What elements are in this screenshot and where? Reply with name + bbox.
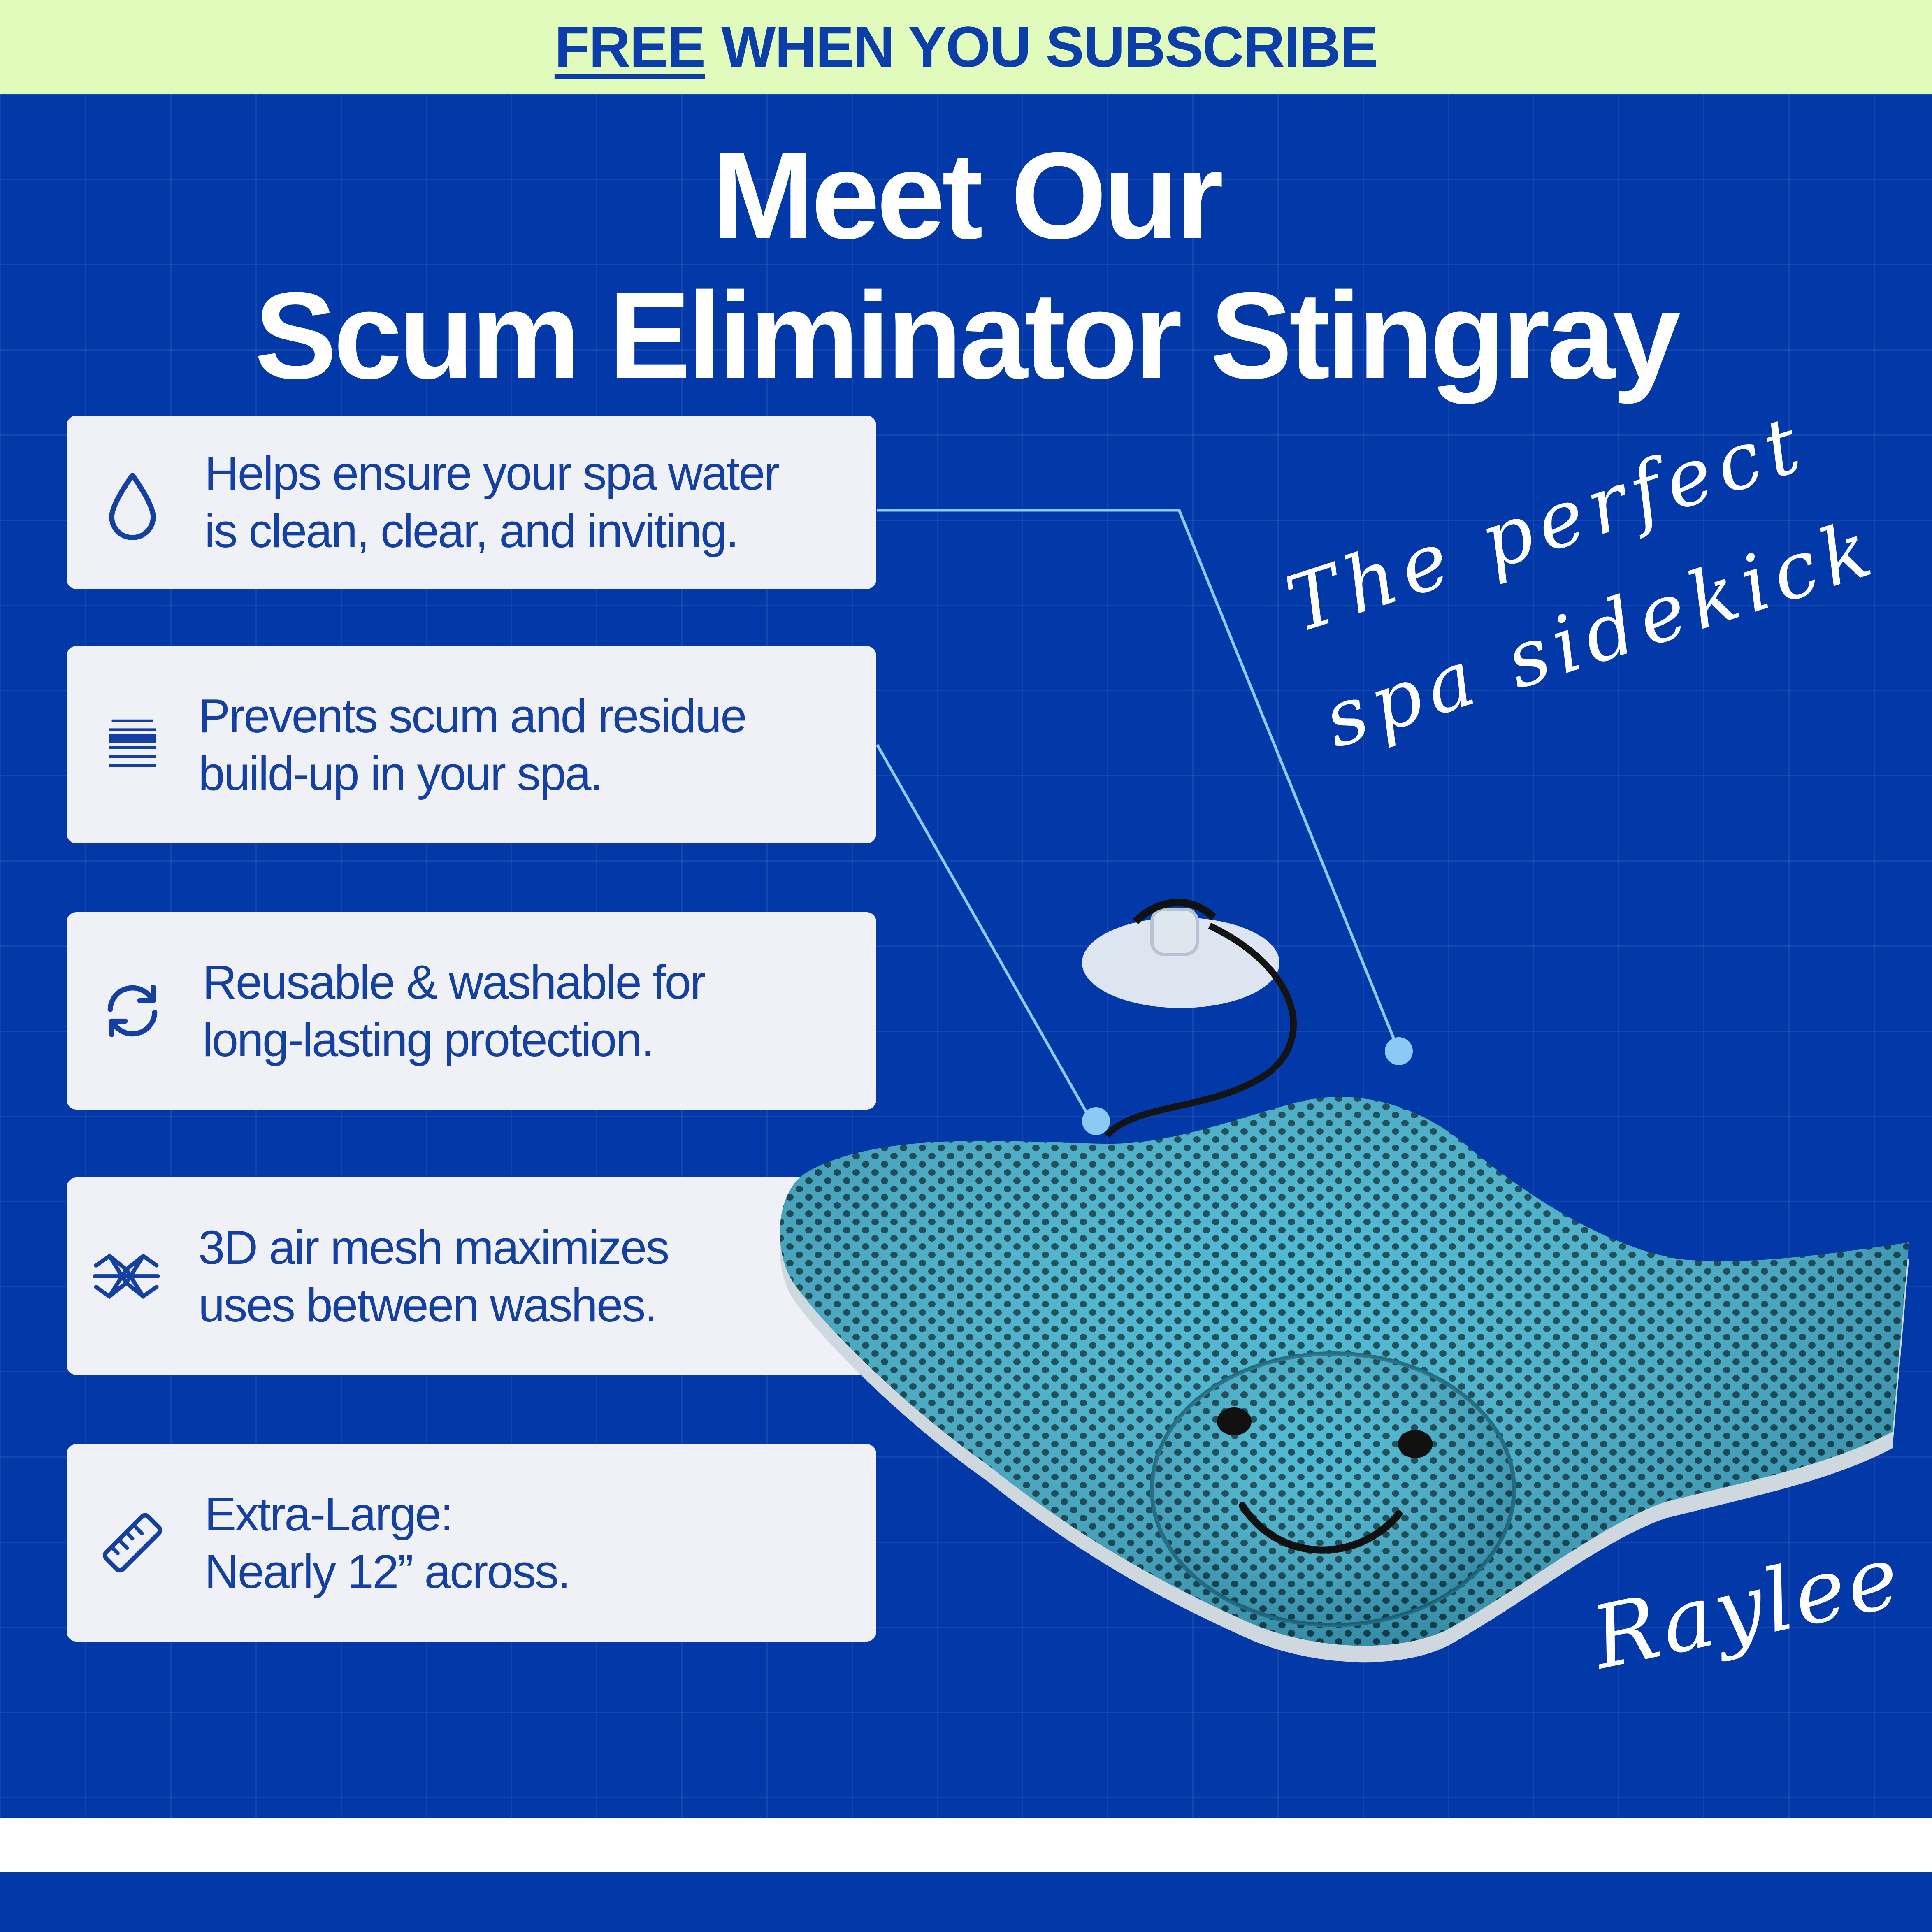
footer-blue-band — [0, 1872, 1932, 1932]
feature-card-air-mesh: 3D air mesh maximizes uses between washe… — [67, 1177, 876, 1375]
feature-line: build-up in your spa. — [198, 747, 604, 800]
footer-white-band — [0, 1818, 1932, 1872]
banner-free-label: FREE — [554, 14, 706, 79]
feature-line: uses between washes. — [198, 1278, 658, 1332]
mesh-icon — [89, 1239, 163, 1313]
headline-line-1: Meet Our — [711, 126, 1224, 265]
feature-line: Reusable & washable for — [202, 955, 706, 1009]
feature-text: Helps ensure your spa water is clean, cl… — [204, 444, 780, 560]
feature-line: long-lasting protection. — [202, 1013, 654, 1066]
layers-icon — [95, 708, 170, 782]
feature-text: Prevents scum and residue build-up in yo… — [198, 687, 747, 802]
feature-card-reusable: Reusable & washable for long-lasting pro… — [67, 912, 876, 1110]
feature-text: 3D air mesh maximizes uses between washe… — [198, 1219, 669, 1334]
feature-line: 3D air mesh maximizes — [198, 1221, 669, 1274]
feature-line: Prevents scum and residue — [198, 689, 747, 743]
feature-line: Extra-Large: — [204, 1487, 453, 1541]
feature-line: Helps ensure your spa water — [204, 446, 780, 500]
feature-text: Reusable & washable for long-lasting pro… — [202, 953, 706, 1068]
banner-subscribe-label: WHEN YOU SUBSCRIBE — [721, 14, 1378, 79]
feature-line: is clean, clear, and inviting. — [204, 504, 739, 557]
feature-card-clean-water: Helps ensure your spa water is clean, cl… — [67, 416, 876, 589]
water-drop-icon — [95, 469, 170, 543]
headline: Meet Our Scum Eliminator Stingray — [0, 125, 1932, 405]
feature-line: Nearly 12” across. — [204, 1545, 571, 1598]
refresh-icon — [95, 974, 170, 1048]
feature-card-extra-large: Extra-Large: Nearly 12” across. — [67, 1444, 876, 1642]
headline-line-2: Scum Eliminator Stingray — [254, 266, 1681, 404]
ruler-icon — [95, 1506, 170, 1580]
feature-card-prevents-scum: Prevents scum and residue build-up in yo… — [67, 646, 876, 843]
feature-text: Extra-Large: Nearly 12” across. — [204, 1485, 571, 1600]
